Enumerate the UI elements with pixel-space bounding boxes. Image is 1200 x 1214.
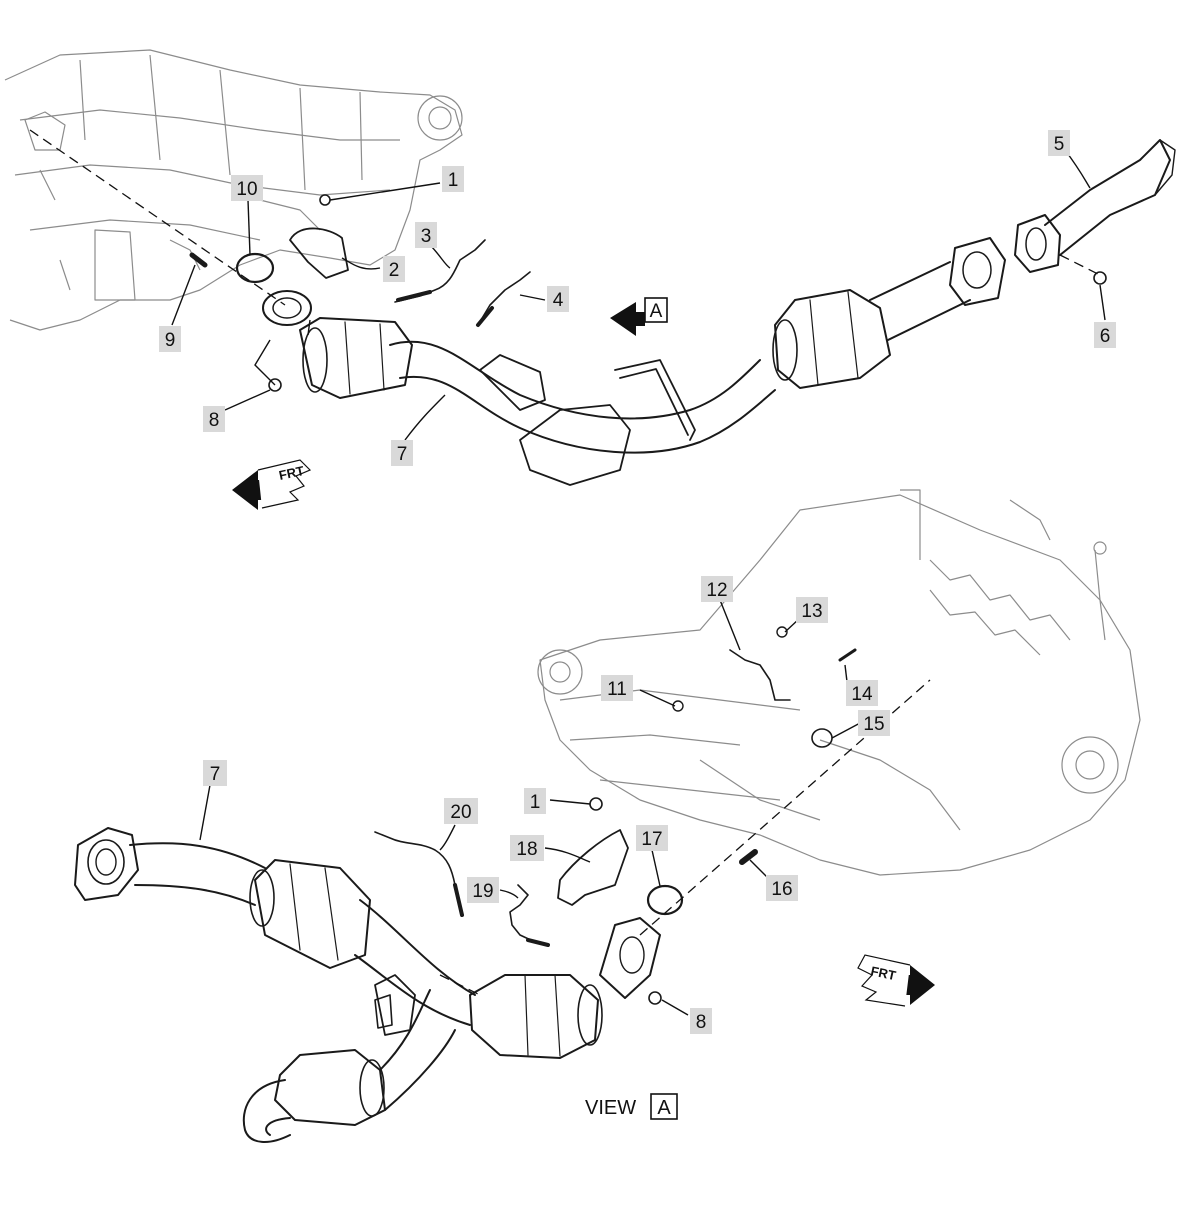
- svg-text:VIEW: VIEW: [585, 1097, 636, 1119]
- callout-6: 6: [1094, 322, 1116, 348]
- svg-text:15: 15: [863, 714, 884, 735]
- callout-14: 14: [846, 680, 878, 706]
- callout-7-bottom: 7: [203, 760, 227, 786]
- callout-16: 16: [766, 875, 798, 901]
- view-a-arrow-marker: A: [610, 297, 668, 336]
- svg-text:A: A: [650, 301, 663, 322]
- callout-10: 10: [231, 175, 263, 201]
- callouts: 1 2 3 4 5 6 7 8: [159, 130, 1116, 1034]
- front-arrow-bottom: FRT: [857, 954, 935, 1007]
- callout-18: 18: [510, 835, 544, 861]
- svg-text:18: 18: [516, 839, 537, 860]
- callout-15: 15: [858, 710, 890, 736]
- svg-text:7: 7: [397, 444, 408, 465]
- svg-text:6: 6: [1100, 326, 1111, 347]
- view-a-caption: VIEW A: [585, 1093, 678, 1120]
- svg-text:FRT: FRT: [869, 963, 897, 983]
- front-arrow-top: FRT: [232, 459, 312, 510]
- callout-13: 13: [796, 597, 828, 623]
- svg-text:19: 19: [472, 881, 493, 902]
- svg-text:17: 17: [641, 829, 662, 850]
- callout-17: 17: [636, 825, 668, 851]
- svg-text:11: 11: [607, 679, 627, 700]
- callout-7-top: 7: [391, 440, 413, 466]
- svg-text:8: 8: [209, 410, 220, 431]
- callout-20: 20: [444, 798, 478, 824]
- alignment-line-top: [29, 129, 286, 306]
- callout-8-top: 8: [203, 406, 225, 432]
- callout-1-top: 1: [442, 166, 464, 192]
- callout-8-bottom: 8: [690, 1008, 712, 1034]
- svg-text:13: 13: [801, 601, 822, 622]
- callout-9: 9: [159, 326, 181, 352]
- svg-text:10: 10: [236, 179, 257, 200]
- svg-text:3: 3: [421, 226, 432, 247]
- svg-text:5: 5: [1054, 134, 1065, 155]
- exhaust-pipe-assembly-top: [189, 139, 1176, 486]
- svg-text:A: A: [657, 1097, 671, 1119]
- svg-text:4: 4: [553, 290, 564, 311]
- svg-text:12: 12: [706, 580, 727, 601]
- exhaust-pipe-assembly-bottom: [74, 626, 857, 1143]
- svg-text:14: 14: [851, 684, 873, 705]
- callout-4: 4: [547, 286, 569, 312]
- svg-text:2: 2: [389, 260, 400, 281]
- callout-2: 2: [383, 256, 405, 282]
- leader-lines: [171, 149, 1106, 1016]
- svg-text:1: 1: [530, 792, 541, 813]
- callout-1-bottom: 1: [524, 788, 546, 814]
- callout-5: 5: [1048, 130, 1070, 156]
- callout-19: 19: [467, 877, 499, 903]
- transmission-sketch-top: [4, 49, 463, 331]
- svg-text:1: 1: [448, 170, 459, 191]
- svg-text:20: 20: [450, 802, 471, 823]
- callout-3: 3: [415, 222, 437, 248]
- svg-text:9: 9: [165, 330, 176, 351]
- alignment-line-bottom-2: [439, 974, 481, 996]
- alignment-line-rear: [1059, 254, 1101, 276]
- svg-text:8: 8: [696, 1012, 707, 1033]
- callout-11: 11: [601, 675, 633, 701]
- callout-12: 12: [701, 576, 733, 602]
- svg-text:FRT: FRT: [278, 463, 306, 483]
- svg-text:16: 16: [771, 879, 792, 900]
- engine-sketch-bottom: [537, 489, 1141, 876]
- svg-text:7: 7: [210, 764, 221, 785]
